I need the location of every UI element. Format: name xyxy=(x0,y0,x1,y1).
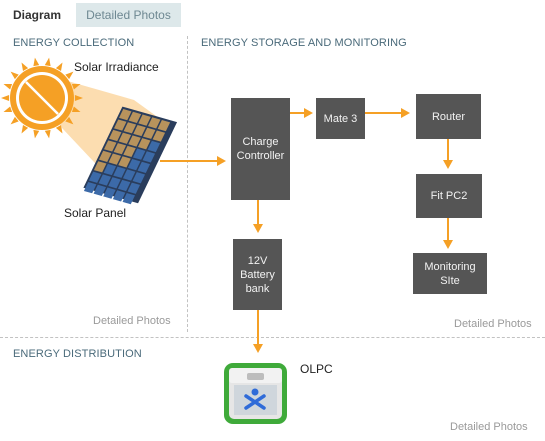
sun-ray xyxy=(33,129,40,139)
solar-panel-cell xyxy=(128,111,142,123)
charge-controller-line-2: Controller xyxy=(236,150,285,162)
solar-panel-cell xyxy=(118,156,131,168)
battery-line-1: 12V xyxy=(247,254,268,267)
distribution-photos-link[interactable]: Detailed Photos xyxy=(450,421,528,433)
solar-panel-cell xyxy=(127,182,141,194)
router-label: Router xyxy=(431,110,466,123)
solar-panel-cell xyxy=(103,163,117,176)
solar-panel-cell xyxy=(119,109,132,121)
fitpc2-label: Fit PC2 xyxy=(430,190,468,202)
solar-panel-cell xyxy=(137,161,151,173)
monitoring-line-1: Monitoring xyxy=(424,260,476,273)
sun-ray xyxy=(21,125,29,134)
solar-panel-cell xyxy=(117,179,131,192)
charge-controller-line-1: Charge xyxy=(242,136,279,148)
section-title-energy-collection: ENERGY COLLECTION xyxy=(13,37,135,49)
solar-panel-cell xyxy=(103,140,117,152)
sun-ray xyxy=(55,62,63,71)
solar-panel-cell xyxy=(132,148,146,160)
sun-ray xyxy=(74,95,83,101)
solar-panel-cell xyxy=(133,124,146,137)
collection-photos-link[interactable]: Detailed Photos xyxy=(93,315,171,327)
solar-panel-cell xyxy=(113,143,127,155)
solar-panel-cell xyxy=(122,193,136,205)
solar-panel-cell xyxy=(157,120,171,132)
solar-panel-cell xyxy=(93,184,107,197)
solar-panel-cell xyxy=(88,171,102,183)
solar-panel-cell xyxy=(108,129,122,142)
tab-detailed-photos[interactable]: Detailed Photos xyxy=(76,3,181,27)
monitoring-line-2: SIte xyxy=(440,274,460,287)
sun-ray xyxy=(10,71,19,80)
solar-panel-cell xyxy=(98,174,112,186)
solar-panel-cell xyxy=(128,135,141,147)
sun-ray xyxy=(44,57,51,67)
olpc-laptop-icon xyxy=(224,363,287,424)
solar-panel-cell xyxy=(123,122,137,134)
sun-icon xyxy=(1,57,83,139)
fitpc2-box[interactable]: Fit PC2 xyxy=(416,174,482,218)
sun-ray xyxy=(71,106,81,112)
solar-panel-cell xyxy=(147,117,161,129)
mate3-label: Mate 3 xyxy=(323,112,358,125)
solar-panel-cell xyxy=(114,119,127,131)
solar-panel-cell xyxy=(83,182,97,194)
tab-diagram[interactable]: Diagram xyxy=(13,8,62,22)
sun-ray xyxy=(55,125,63,134)
solar-panel-cell xyxy=(123,145,136,158)
solar-panel-cell xyxy=(93,161,107,173)
sun-ray xyxy=(44,129,51,139)
olpc-label: OLPC xyxy=(300,362,333,376)
solar-panel-icon xyxy=(83,106,178,205)
solar-panel-cell xyxy=(142,127,156,139)
sun-ray xyxy=(3,84,13,90)
solar-panel-cell xyxy=(138,114,151,126)
sun-ray xyxy=(71,84,81,90)
section-divider-horizontal xyxy=(0,337,545,338)
solar-panel-cell xyxy=(113,166,126,178)
solar-panel-cell xyxy=(127,158,141,171)
solar-panel-cell xyxy=(98,150,112,162)
router-box[interactable]: Router xyxy=(416,94,481,139)
sun-ray xyxy=(21,62,29,71)
solar-panel-cell xyxy=(152,130,166,142)
sun-ray xyxy=(10,116,19,125)
solar-panel-cell xyxy=(108,177,121,189)
solar-panel-cell xyxy=(108,153,122,165)
solar-panel-cell xyxy=(122,169,136,181)
section-title-energy-distribution: ENERGY DISTRIBUTION xyxy=(13,348,142,360)
battery-line-2: Battery xyxy=(240,268,275,281)
solar-panel-cell xyxy=(118,132,132,144)
sun-ray xyxy=(1,95,10,101)
solar-irradiance-label: Solar Irradiance xyxy=(74,60,159,74)
solar-panel-cell xyxy=(112,190,126,202)
solar-panel-label: Solar Panel xyxy=(64,206,127,220)
solar-panel-cell xyxy=(132,172,146,184)
section-divider-vertical xyxy=(187,36,188,332)
solar-panel-cell xyxy=(142,151,156,163)
sun-ray xyxy=(65,71,74,80)
section-title-energy-storage: ENERGY STORAGE AND MONITORING xyxy=(201,37,407,49)
sun-ray xyxy=(33,57,40,67)
solar-panel-cell xyxy=(137,138,151,150)
mate3-box[interactable]: Mate 3 xyxy=(316,98,365,139)
solar-panel-cell xyxy=(147,140,161,153)
storage-photos-link[interactable]: Detailed Photos xyxy=(454,318,532,330)
sun-ray xyxy=(65,116,74,125)
battery-line-3: bank xyxy=(245,282,270,295)
solar-panel-cell xyxy=(103,187,116,199)
sun-ray xyxy=(3,106,13,112)
